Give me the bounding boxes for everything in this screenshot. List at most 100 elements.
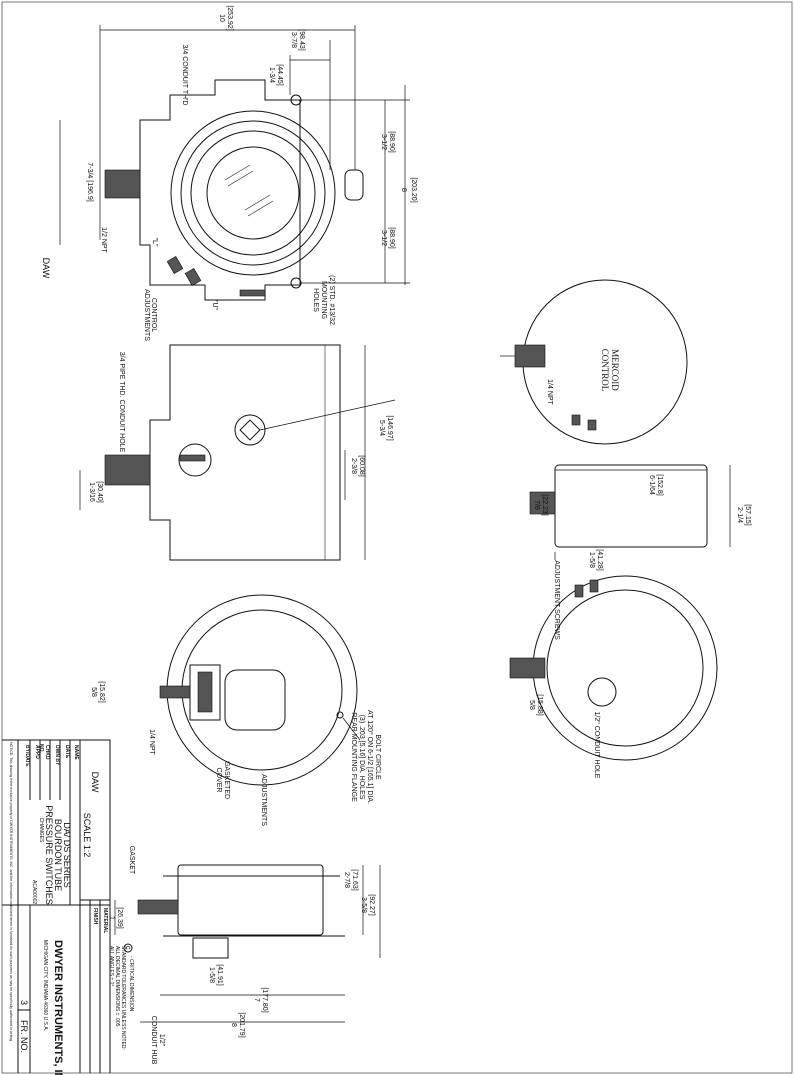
mounting-hole	[336, 711, 344, 719]
scale-label: SCALE 1:2	[82, 813, 92, 858]
ds-npt-fitting	[509, 657, 546, 679]
tolerance-note: ALL ANGLES ± 1°	[108, 946, 114, 986]
conduit-hole	[587, 677, 617, 707]
by-date-label: BY/DATE	[24, 745, 30, 767]
drawing-title: BOURDON TUBE	[53, 819, 63, 891]
logo-block	[197, 671, 213, 713]
dim-label: [152.8]	[656, 474, 663, 495]
tolerance-note: STANDARD TOLERANCES UNLESS NOTED:	[120, 946, 126, 1050]
npt-fitting	[104, 454, 151, 486]
critical-dimension-symbol	[123, 943, 133, 953]
dim-label: [60.08]	[358, 455, 365, 476]
callout-label: COVER	[215, 768, 222, 793]
housing-outline	[139, 79, 301, 301]
dim-label: [253.92]	[226, 5, 233, 30]
dim-label: 3-5/8	[360, 897, 367, 913]
dimension-lines	[114, 865, 381, 1023]
ds-case-side	[554, 464, 708, 548]
callout-label: HOLES	[312, 288, 319, 312]
drawing-number: ACA00002	[31, 880, 37, 904]
window-glass	[206, 146, 300, 240]
note-text: BOLT CIRCLE	[374, 734, 381, 780]
dim-label: 2-7/8	[343, 872, 350, 888]
da-side-view: GASKET 1 [26.39] 3-5/8 [92.27] 2-7/8 [71…	[108, 846, 381, 1065]
callout-label: 3/4 CONDUIT TH'D	[181, 45, 188, 106]
dim-label: 2-3/8	[350, 458, 357, 474]
date-label: DATE	[64, 745, 70, 759]
dim-label: 3-7/8	[290, 32, 297, 48]
note-text: AT 120° ON 6-1/2 [165.1] DIA.	[366, 710, 374, 804]
chkd-label: CHKD	[44, 745, 50, 760]
npt-fitting	[104, 169, 141, 199]
view-label: DAW	[41, 258, 51, 279]
dwn-by-label: DWN BY	[54, 745, 60, 766]
material-finish-rows	[89, 900, 101, 1073]
ds-adjust-screw	[571, 414, 581, 426]
callout-label: GASKET	[128, 846, 135, 875]
conduit-thread	[239, 289, 266, 297]
adjustment-u	[184, 268, 202, 286]
ds-top-view: 1/4 NPT MERCOID CONTROL	[500, 279, 688, 445]
knob	[344, 169, 364, 201]
dim-label: [41.28]	[596, 549, 603, 570]
company-name: DWYER INSTRUMENTS, INC.	[52, 940, 64, 1075]
dim-label: [88.90]	[388, 227, 395, 248]
dimension-lines	[79, 345, 396, 560]
adjust-screw	[589, 579, 599, 593]
callout-label: 1/4 NPT	[546, 379, 553, 405]
ds-npt-fitting	[514, 344, 546, 368]
dim-label: [71.63]	[351, 869, 358, 890]
dim-label: [15.82]	[98, 681, 105, 702]
callout-label: "L"	[151, 238, 158, 247]
title-block: SCALE 1:2 NAME DATE DWN BY CHKD APPD BY/…	[2, 739, 134, 1075]
ds-npt-fitting	[529, 491, 556, 515]
npt-fitting	[159, 685, 191, 699]
da-rear-view: REAR MOUNTING FLANGE (3) .203 [5.16] DIA…	[90, 594, 381, 826]
callout-label: 1/2"	[158, 1034, 165, 1047]
tolerance-note: ALL DECIMAL DIMENSIONS ± .005	[114, 946, 120, 1027]
dim-label: 1	[108, 916, 115, 920]
dim-label: 1-5/8	[208, 967, 215, 983]
ds-adjust-screw	[587, 419, 597, 431]
cover-outer-ring	[170, 110, 336, 276]
adjustment-boss	[178, 443, 212, 477]
leader-line	[342, 717, 361, 741]
side-view: 3/4 PIPE THD. CONDUIT HOLE 5-3/4 [146.97…	[79, 344, 396, 561]
dim-label: 5-3/4	[378, 420, 385, 436]
dim-label: [201.79]	[238, 1012, 245, 1037]
dim-label: 3-1/2	[380, 134, 387, 150]
callout-label: 1/4 NPT	[148, 729, 155, 755]
dim-label: 8	[400, 188, 407, 192]
callout-label: 1/2" CONDUIT HOLE	[593, 712, 600, 779]
adjustment-screw	[179, 454, 206, 462]
cover-ring	[180, 120, 326, 266]
dim-label: [57.15]	[744, 504, 751, 525]
callout-label: 3/4 PIPE THD. CONDUIT HOLE	[118, 352, 125, 453]
callout-label: GASKETED	[223, 761, 230, 799]
drawing-title: DA/ DS SERIES	[62, 822, 72, 888]
dim-label: 10	[218, 14, 225, 22]
callout-label: ADJUSTMENTS	[143, 289, 150, 341]
logo-text: MERCOID	[610, 349, 620, 391]
material-label: MATERIAL	[102, 908, 108, 933]
dim-label: 2-1/4	[736, 507, 743, 523]
npt-fitting	[137, 899, 179, 915]
flange-outer	[166, 594, 358, 786]
dim-label: 5/8	[90, 687, 97, 697]
dim-label: 1-3/4	[268, 67, 275, 83]
dim-label: [41.91]	[216, 964, 223, 985]
fr-no-label: FR. NO.	[19, 1020, 29, 1053]
logo-text: CONTROL	[600, 349, 610, 392]
housing-side-outline	[149, 344, 341, 561]
dim-label: 7-3/4 [196.9]	[86, 162, 93, 201]
changes-label: CHANGES	[38, 818, 44, 843]
view-label: DAW	[90, 772, 100, 793]
drawing-title: PRESSURE SWITCHES	[44, 805, 54, 905]
callout-label: CONDUIT HUB	[150, 1016, 157, 1065]
dim-label: [177.80]	[261, 987, 268, 1012]
dim-label: [98.43]	[298, 29, 305, 50]
proprietary-note: NOTICE: This drawing is the exclusive pr…	[9, 742, 13, 1042]
callout-label: MOUNTING	[320, 281, 327, 319]
